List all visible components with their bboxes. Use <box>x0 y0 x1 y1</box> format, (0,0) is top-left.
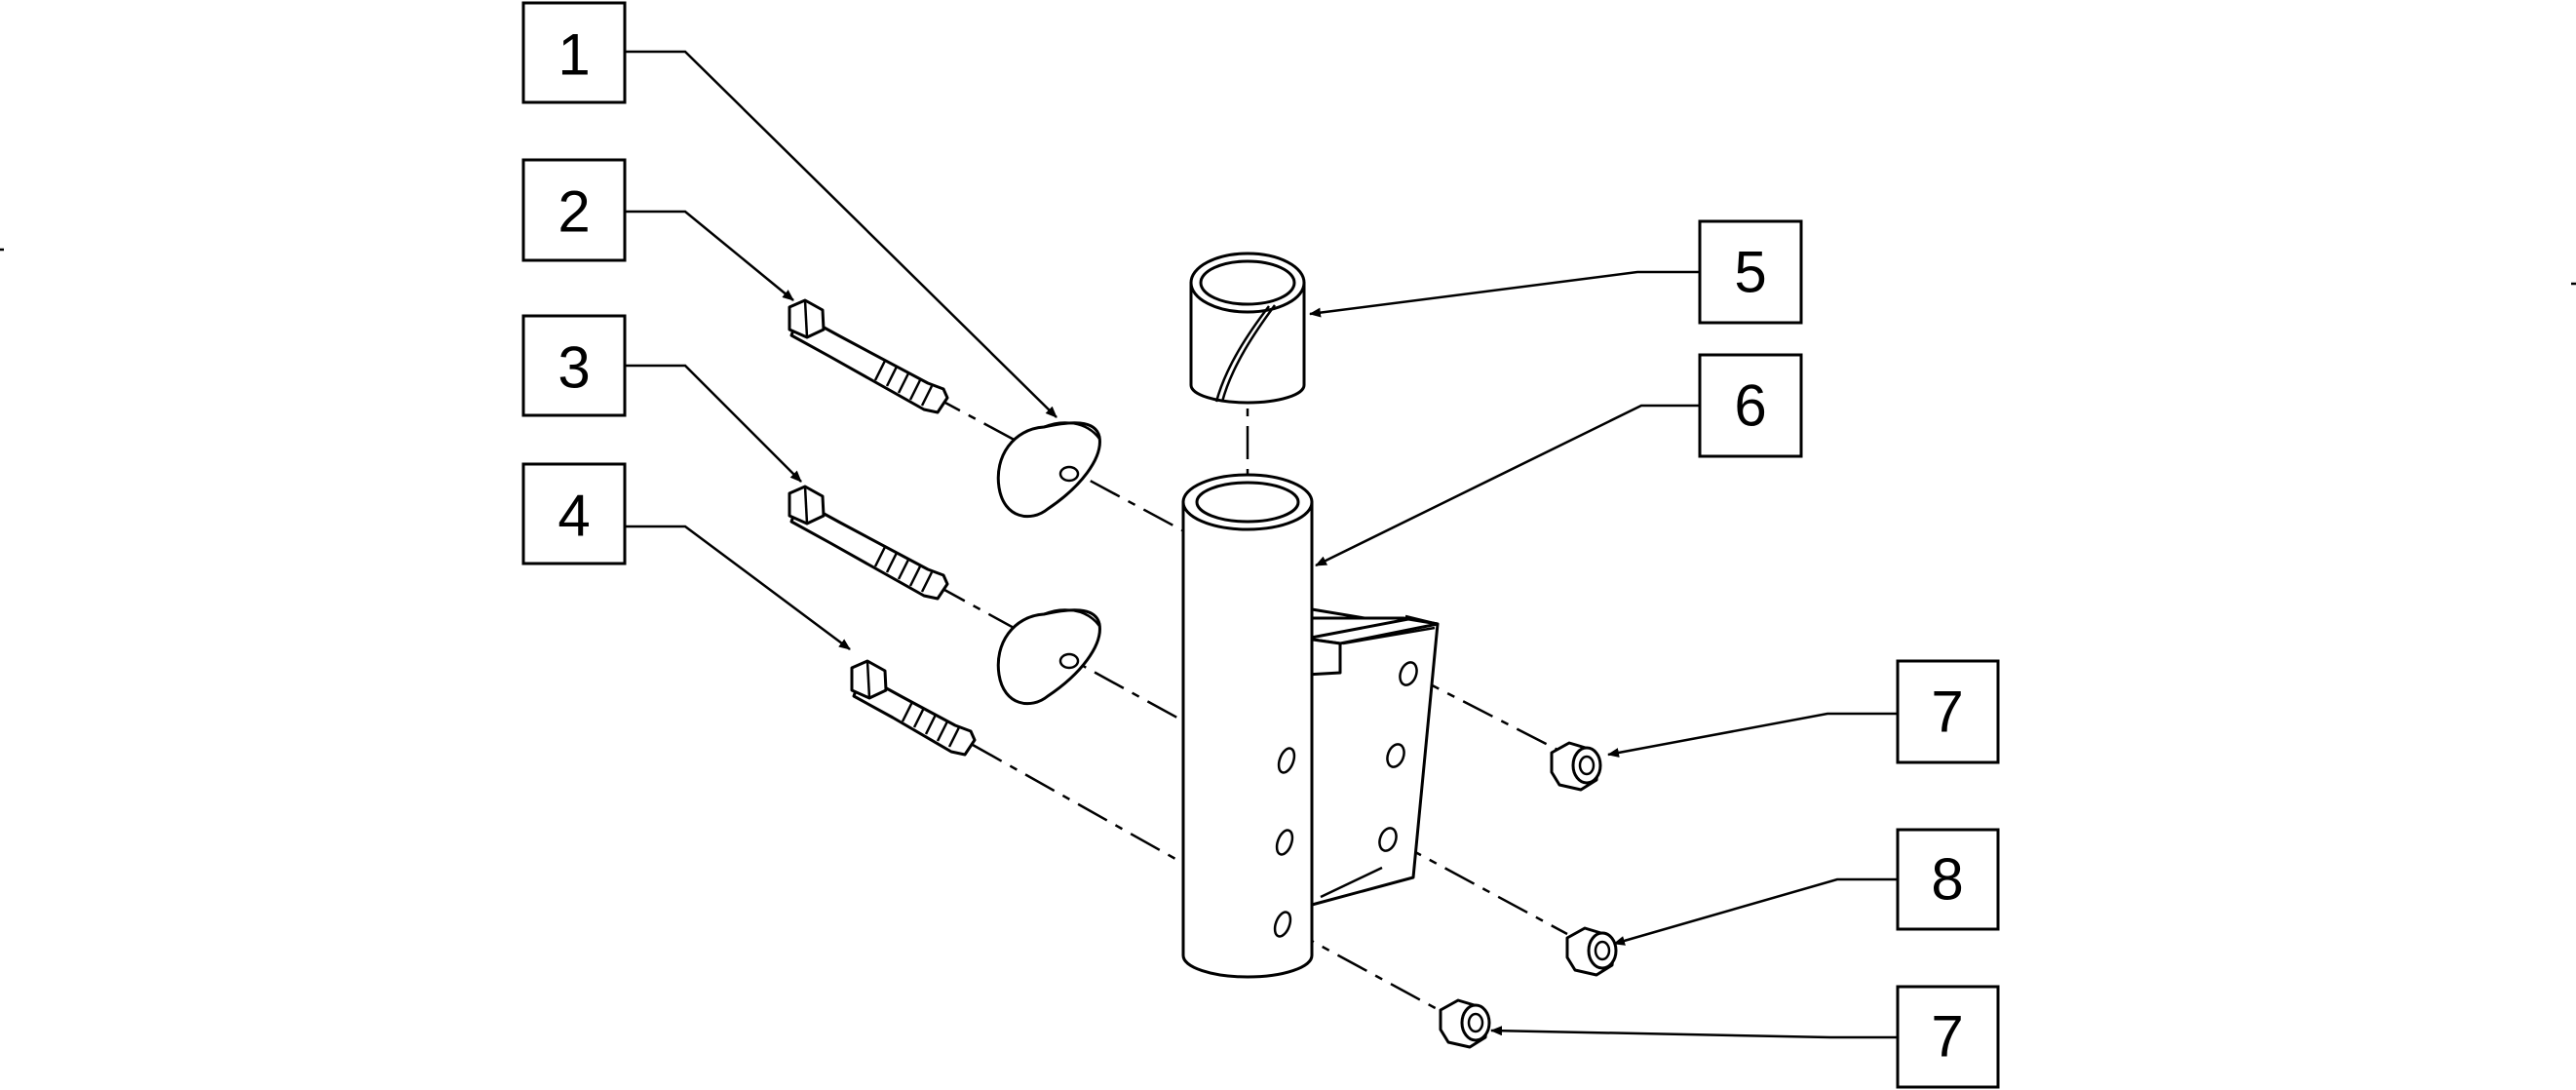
svg-text:5: 5 <box>1734 240 1766 305</box>
hex-bolt-lower <box>850 659 977 757</box>
spacer-upper <box>996 421 1101 519</box>
callout-5: 5 <box>1698 219 1803 325</box>
callout-8: 8 <box>1896 828 2000 931</box>
svg-text:4: 4 <box>557 484 590 549</box>
lock-nut-middle <box>1565 926 1618 977</box>
tube-with-mounting-plate <box>1181 473 1440 979</box>
lock-nut-lower <box>1439 998 1491 1049</box>
spacer-lower <box>996 608 1101 706</box>
svg-text:7: 7 <box>1931 1004 1963 1070</box>
svg-text:2: 2 <box>557 179 590 245</box>
callout-2: 2 <box>521 158 627 262</box>
callout-4: 4 <box>521 462 627 565</box>
lock-nut-upper <box>1550 741 1602 792</box>
svg-text:1: 1 <box>557 22 590 88</box>
svg-text:3: 3 <box>557 335 590 401</box>
svg-text:8: 8 <box>1931 847 1963 913</box>
leader-lines <box>625 50 1898 1039</box>
callout-7-upper: 7 <box>1896 659 2000 764</box>
split-bushing <box>1189 252 1306 405</box>
hex-bolt-upper <box>788 298 949 414</box>
callout-6: 6 <box>1698 353 1803 458</box>
hex-bolt-middle <box>788 485 949 601</box>
svg-text:7: 7 <box>1931 680 1963 745</box>
svg-text:6: 6 <box>1734 373 1766 439</box>
callout-1: 1 <box>521 1 627 104</box>
callout-3: 3 <box>521 314 627 417</box>
callout-7-lower: 7 <box>1896 985 2000 1089</box>
